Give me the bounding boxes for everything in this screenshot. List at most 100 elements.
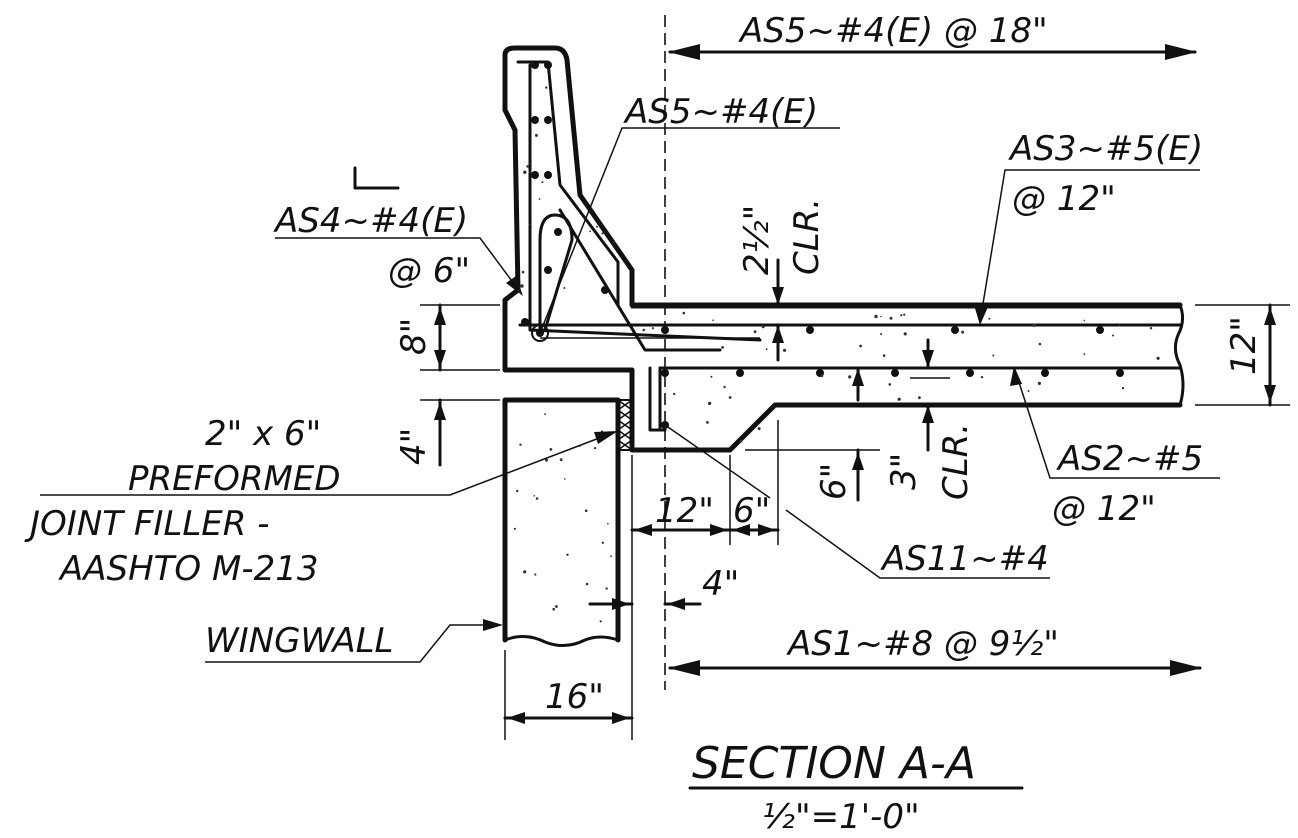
concrete-speck — [642, 328, 645, 332]
concrete-speck — [903, 313, 906, 316]
label-as4-line2: @ 6" — [388, 251, 470, 291]
concrete-speck — [992, 354, 995, 357]
concrete-speck — [897, 397, 901, 401]
barrier-outline — [502, 45, 1183, 453]
concrete-speck — [820, 374, 824, 378]
concrete-speck — [541, 181, 544, 184]
label-as5-inner: AS5~#4(E) — [623, 92, 818, 132]
label-as5-top: AS5~#4(E) @ 18" — [738, 11, 1048, 51]
label-as2-line2: @ 12" — [1052, 489, 1156, 529]
label-joint-line1: 2" x 6" — [205, 414, 321, 454]
barrier-hook-bar — [538, 213, 574, 332]
concrete-speck — [535, 497, 539, 500]
barrier-diagonal-bar — [558, 208, 722, 352]
joint-filler — [617, 399, 633, 451]
concrete-speck — [601, 541, 604, 544]
barrier-inner-line — [516, 60, 620, 307]
concrete-speck — [523, 570, 527, 574]
concrete-speck — [783, 348, 787, 352]
concrete-speck — [1038, 342, 1042, 346]
concrete-outlines — [502, 45, 1185, 647]
concrete-speck — [889, 316, 893, 320]
concrete-speck — [859, 344, 862, 348]
concrete-speck — [682, 311, 686, 315]
concrete-speck — [1121, 387, 1125, 390]
label-as4-line1: AS4~#4(E) — [273, 201, 468, 241]
concrete-speck — [607, 522, 609, 525]
concrete-speck — [534, 573, 537, 576]
concrete-speck — [1083, 353, 1086, 356]
concrete-speck — [563, 287, 566, 289]
label-dim-12-right: 12" — [1224, 316, 1264, 375]
labels: AS5~#4(E) @ 18" AS5~#4(E) AS3~#5(E) @ 12… — [24, 11, 1264, 717]
concrete-speck — [874, 314, 878, 319]
concrete-speck — [523, 170, 527, 174]
concrete-speck — [593, 447, 597, 450]
concrete-speck — [723, 385, 726, 389]
label-clr-bot-word: CLR. — [936, 423, 976, 500]
label-dim-4-horiz: 4" — [702, 564, 739, 604]
concrete-speck — [848, 375, 852, 379]
concrete-speck — [1032, 323, 1037, 327]
concrete-speck — [888, 383, 892, 386]
concrete-speck — [900, 314, 903, 317]
concrete-speck — [533, 495, 536, 497]
title-block: SECTION A-A ½"=1'-0" — [688, 738, 1024, 837]
concrete-speck — [753, 330, 757, 334]
concrete-speck — [545, 458, 548, 462]
concrete-speck — [613, 241, 616, 244]
concrete-speck — [1118, 324, 1121, 327]
label-clr-top-word: CLR. — [787, 198, 827, 275]
concrete-speck — [651, 327, 655, 330]
label-wingwall: WINGWALL — [205, 621, 394, 661]
concrete-speck — [1037, 381, 1041, 385]
concrete-speck — [880, 333, 883, 335]
concrete-speck — [513, 527, 517, 530]
barrier-vertical-bar — [528, 63, 762, 342]
concrete-speck — [988, 317, 991, 320]
label-dim-6-vert: 6" — [814, 463, 854, 500]
concrete-speck — [585, 582, 589, 586]
concrete-speck — [728, 396, 732, 399]
concrete-speck — [564, 478, 566, 480]
concrete-speck — [538, 198, 541, 200]
concrete-speck — [526, 165, 529, 168]
wingwall-break — [503, 635, 620, 647]
concrete-speck — [601, 232, 604, 235]
concrete-speck — [980, 376, 984, 379]
concrete-speck — [544, 413, 546, 416]
concrete-speck — [516, 489, 519, 493]
concrete-speck — [706, 421, 709, 424]
concrete-speck — [599, 620, 602, 623]
label-dim-16: 16" — [545, 677, 604, 717]
label-clr-top-dim: 2½" — [737, 205, 777, 275]
leader-lines — [40, 127, 1220, 663]
concrete-speck — [961, 330, 965, 334]
concrete-speck — [589, 230, 591, 233]
concrete-speck — [761, 325, 765, 329]
label-as1: AS1~#8 @ 9½" — [786, 624, 1059, 664]
label-as3-line1: AS3~#5(E) — [1008, 129, 1203, 169]
concrete-speck — [555, 605, 558, 608]
concrete-speck — [880, 315, 882, 318]
concrete-speck — [918, 396, 921, 400]
concrete-speck — [552, 607, 555, 611]
concrete-speck — [757, 427, 761, 431]
label-as3-line2: @ 12" — [1012, 179, 1116, 219]
concrete-speck — [673, 392, 676, 396]
concrete-speck — [528, 223, 531, 226]
concrete-speck — [605, 587, 608, 590]
concrete-speck — [528, 170, 532, 174]
label-as2-line1: AS2~#5 — [1056, 439, 1203, 479]
label-dim-12-horiz: 12" — [655, 491, 714, 531]
dimension-lines — [420, 44, 1290, 740]
concrete-speck — [882, 354, 886, 357]
label-joint-line2: PREFORMED — [128, 459, 341, 499]
concrete-speck — [1156, 356, 1160, 360]
concrete-speck — [534, 133, 538, 137]
section-scale: ½"=1'-0" — [762, 797, 920, 837]
label-joint-line4: AASHTO M-213 — [58, 549, 319, 589]
concrete-speck — [721, 346, 724, 349]
concrete-speck — [520, 284, 524, 288]
